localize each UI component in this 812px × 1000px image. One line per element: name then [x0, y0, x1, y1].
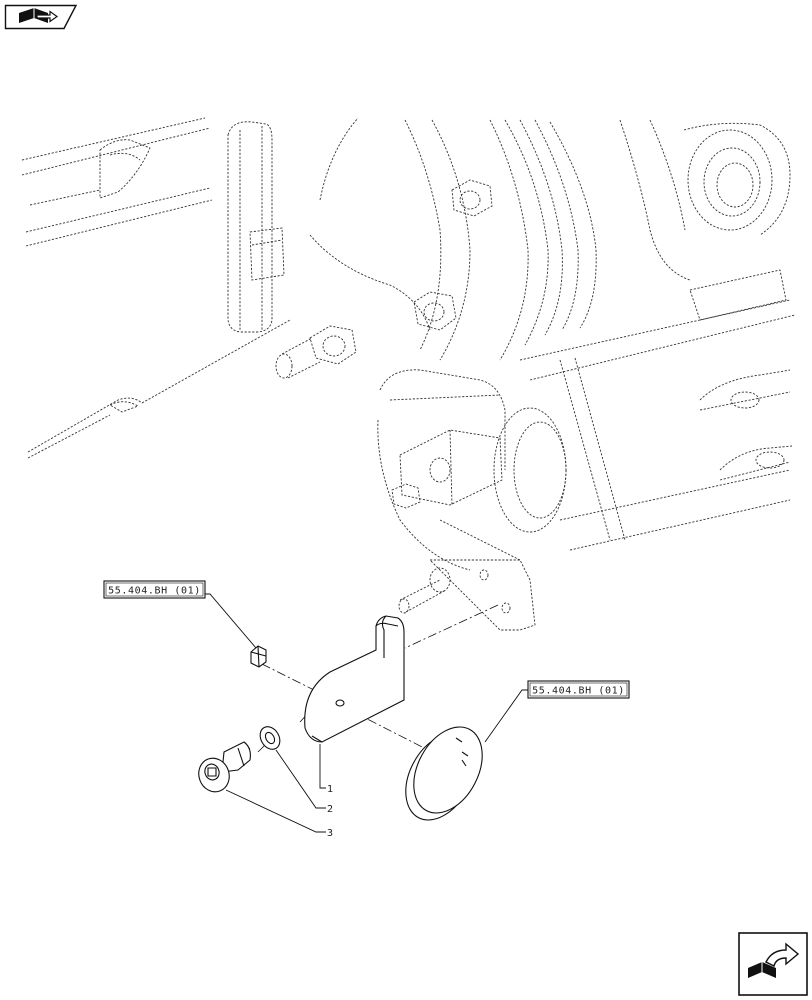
- callout-number-3[interactable]: 3: [327, 828, 333, 839]
- callout-leader-2: [275, 749, 326, 809]
- washer-part: [259, 726, 281, 750]
- callout-leader-3: [225, 789, 326, 833]
- book-arrow-icon[interactable]: [4, 4, 78, 30]
- next-page-arrow-icon[interactable]: [738, 932, 808, 996]
- loader-arm-assembly: [21, 117, 796, 631]
- cap-plug-part: [405, 726, 483, 821]
- nut-part: [250, 645, 267, 668]
- callout-number-1[interactable]: 1: [327, 784, 333, 795]
- callout-number-2[interactable]: 2: [327, 804, 333, 815]
- bracket-part: [304, 615, 405, 743]
- reference-label-right: 55.404.BH (01): [532, 686, 625, 697]
- reference-leader-right: [484, 689, 528, 743]
- callout-leader-1: [319, 744, 326, 789]
- reference-leader-left: [205, 593, 257, 649]
- reference-label-left: 55.404.BH (01): [108, 586, 201, 597]
- reference-box-left[interactable]: 55.404.BH (01): [103, 580, 206, 599]
- cap-screw-part: [198, 741, 251, 793]
- reference-box-right[interactable]: 55.404.BH (01): [527, 680, 630, 699]
